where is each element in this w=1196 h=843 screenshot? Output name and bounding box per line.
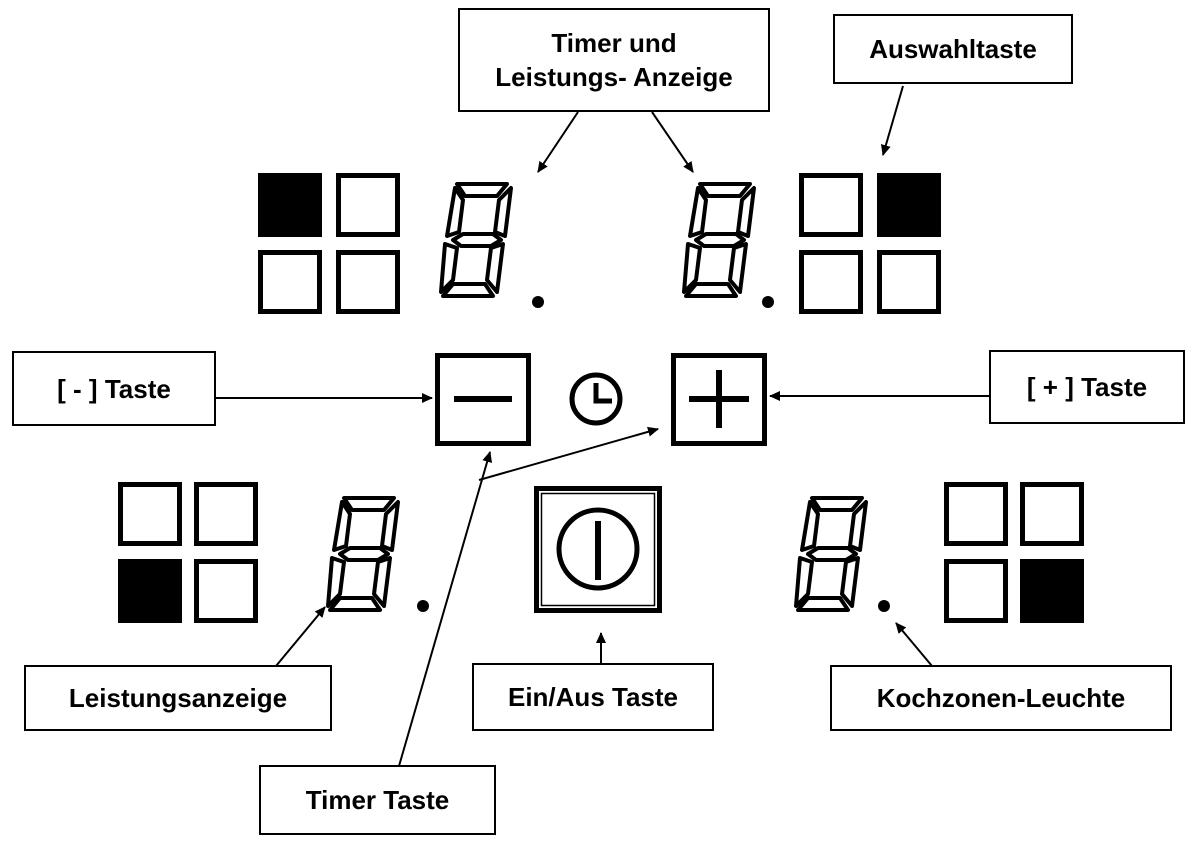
label-timer-key: Timer Taste: [259, 765, 496, 835]
label-minus-key: [ - ] Taste: [12, 351, 216, 426]
pointer-arrows: [215, 85, 990, 767]
label-power-display: Leistungsanzeige: [24, 665, 332, 731]
zone-selector-top-left[interactable]: [258, 173, 400, 314]
power-icon: [556, 507, 640, 591]
label-timer-display-line2: Leistungs- Anzeige: [495, 62, 733, 92]
plus-icon: [689, 370, 749, 428]
label-on-off-key: Ein/Aus Taste: [472, 663, 714, 731]
label-select-key: Auswahltaste: [833, 14, 1073, 84]
seven-segment-digit-top-right: [682, 182, 774, 308]
on-off-key[interactable]: [534, 486, 662, 613]
label-timer-display: Timer und Leistungs- Anzeige: [458, 8, 770, 112]
label-zone-light: Kochzonen-Leuchte: [830, 665, 1172, 731]
zone-selector-bottom-left[interactable]: [118, 482, 258, 624]
zone-selector-top-right[interactable]: [799, 173, 942, 314]
seven-segment-digit-bottom-left: [326, 496, 429, 612]
seven-segment-digit-top-left: [439, 182, 544, 308]
label-timer-display-line1: Timer und: [551, 28, 677, 58]
seven-segment-digit-bottom-right: [794, 496, 890, 612]
plus-key[interactable]: [671, 353, 767, 446]
minus-key[interactable]: [435, 353, 531, 446]
label-plus-key: [ + ] Taste: [989, 350, 1185, 424]
zone-selector-bottom-right[interactable]: [944, 482, 1085, 624]
timer-key[interactable]: [569, 372, 623, 426]
